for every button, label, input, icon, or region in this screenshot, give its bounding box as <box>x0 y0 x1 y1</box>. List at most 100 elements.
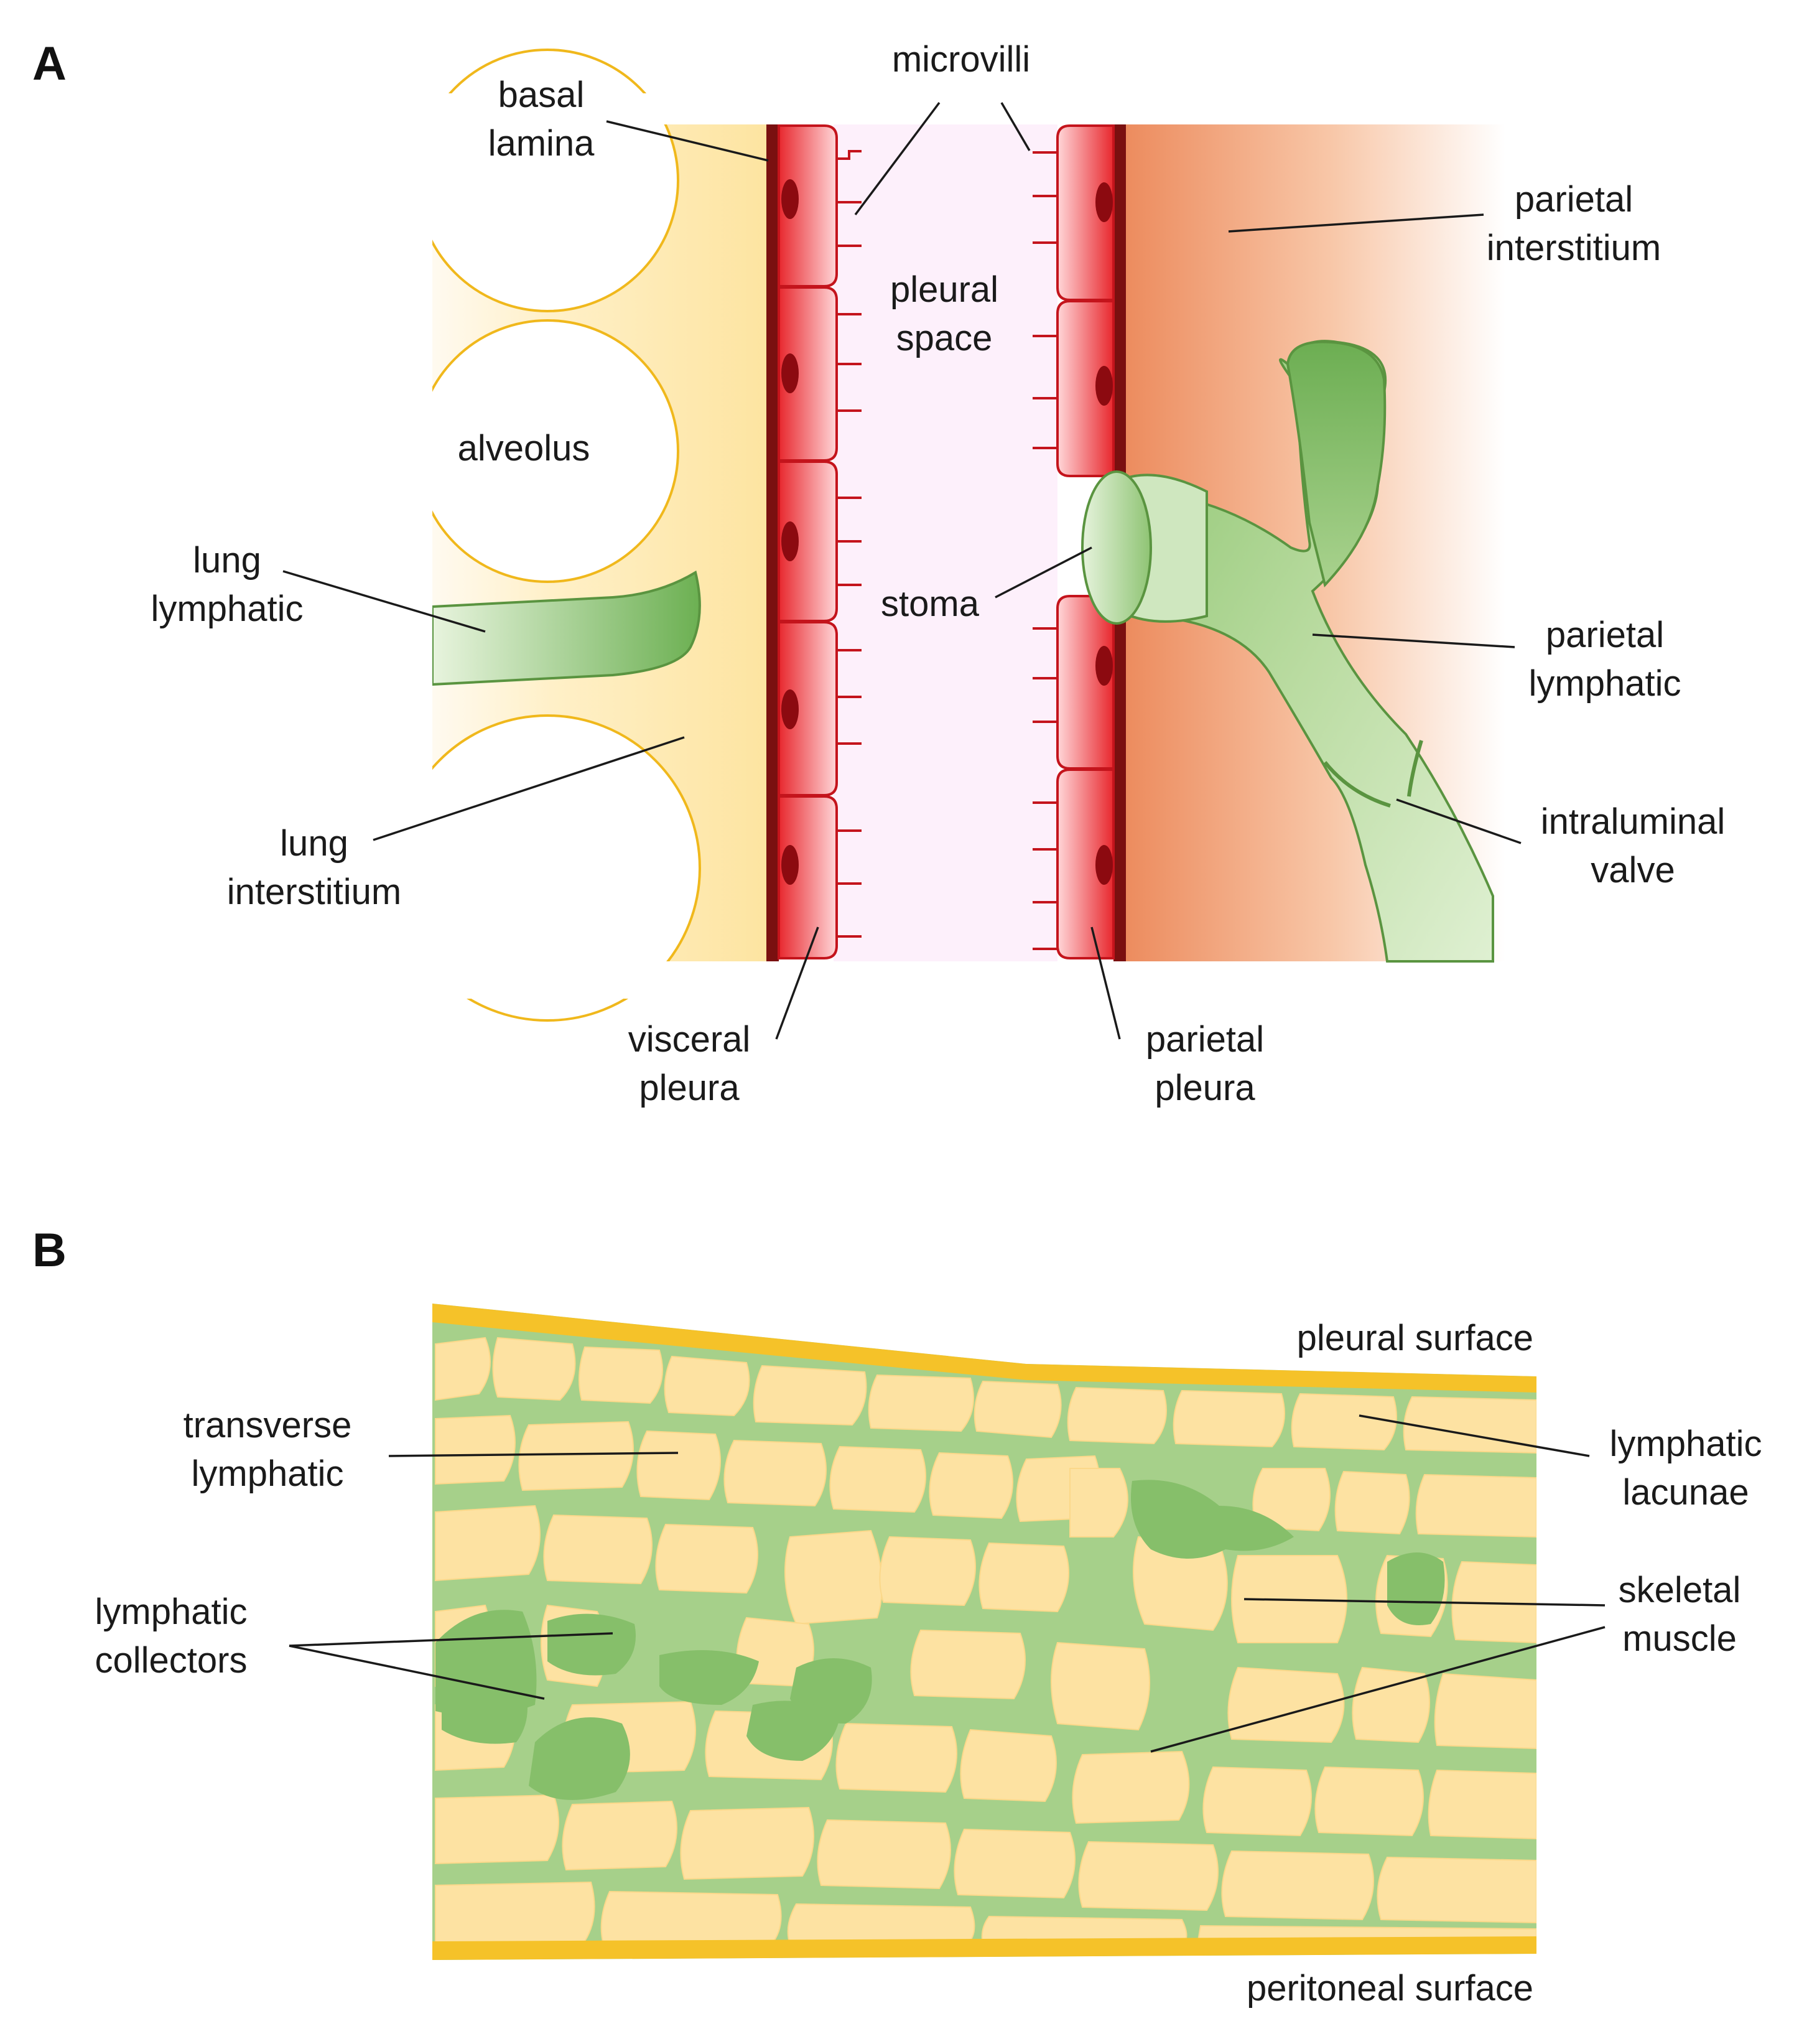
pleural-surface-layer <box>432 1304 1536 1393</box>
muscle-fiber <box>1133 1536 1228 1631</box>
parietal-cell <box>1056 768 1115 959</box>
muscle-fiber <box>492 1337 576 1401</box>
muscle-fiber <box>1252 1468 1331 1532</box>
panel-b-letter: B <box>32 1224 67 1277</box>
muscle-fiber <box>835 1722 957 1793</box>
parietal-microvilli <box>1033 151 1057 950</box>
muscle-fiber <box>562 1800 677 1871</box>
muscle-fiber <box>954 1828 1076 1899</box>
muscle-fiber <box>1072 1750 1190 1824</box>
panel-a-letter: A <box>32 37 67 90</box>
nucleus <box>1095 845 1113 885</box>
visceral-nuclei <box>781 179 799 885</box>
muscle-fiber <box>1067 1386 1167 1445</box>
lymphatic-collector <box>746 1701 840 1761</box>
muscle-fiber <box>1377 1856 1536 1924</box>
muscle-fiber <box>829 1445 926 1513</box>
muscle-fiber <box>784 1529 883 1625</box>
parietal-cell <box>1056 300 1115 477</box>
visceral-cell <box>778 286 838 462</box>
parietal-mesothelium <box>1056 124 1115 959</box>
label-alveolus: alveolus <box>458 428 590 469</box>
nucleus <box>781 689 799 729</box>
muscle-fiber <box>518 1421 634 1491</box>
muscle-fiber <box>1051 1641 1150 1731</box>
muscle-fiber <box>1173 1389 1285 1448</box>
muscle-fiber <box>1352 1666 1430 1743</box>
muscle-fiber <box>1451 1561 1536 1644</box>
label-pleural-surface: pleural surface <box>1297 1318 1533 1358</box>
muscle-fiber <box>978 1542 1069 1613</box>
muscle-fiber <box>680 1806 814 1880</box>
panel-a-leaders <box>282 101 1522 1040</box>
muscle-fiber <box>435 1881 595 1946</box>
muscle-fiber <box>664 1355 750 1417</box>
muscle-fiber <box>960 1729 1057 1803</box>
lymphatic-collector <box>442 1669 528 1744</box>
lymphatic-collector <box>659 1650 759 1705</box>
muscle-fiber <box>1334 1470 1410 1535</box>
muscle-fiber <box>543 1514 653 1585</box>
visceral-cell <box>778 460 838 622</box>
muscle-fiber <box>1434 1673 1536 1750</box>
visceral-cell <box>778 124 838 287</box>
muscle-fiber <box>753 1365 867 1426</box>
muscle-fiber <box>1069 1468 1128 1538</box>
label-microvilli: microvilli <box>892 39 1030 80</box>
panel-a: A <box>0 37 1792 1108</box>
muscle-fiber <box>910 1629 1026 1700</box>
parietal-nuclei <box>1095 182 1113 885</box>
parietal-lymphatic-body <box>1125 340 1494 963</box>
alveoli <box>394 49 701 1022</box>
muscle-fiber <box>435 1337 491 1401</box>
lymphatic-collector <box>547 1613 636 1676</box>
muscle-fiber <box>435 1505 541 1582</box>
pleural-space-area <box>834 124 1057 961</box>
muscle-fiber <box>1403 1396 1536 1454</box>
muscle-fiber <box>1202 1766 1312 1837</box>
visceral-cell <box>778 795 838 959</box>
muscle-fiber <box>929 1452 1013 1519</box>
valve-leaflet <box>1323 761 1391 808</box>
muscle-fiber <box>636 1430 721 1501</box>
peritoneal-surface-layer <box>432 1936 1536 1960</box>
visceral-cell <box>778 621 838 796</box>
nucleus <box>781 179 799 219</box>
label-stoma: stoma <box>881 584 980 624</box>
muscle-fiber <box>1078 1841 1219 1911</box>
nucleus <box>781 521 799 561</box>
muscle-fiber <box>868 1374 974 1432</box>
nucleus <box>1095 366 1113 406</box>
stoma-opening <box>1081 470 1152 625</box>
muscle-fiber <box>1314 1766 1424 1837</box>
muscle-fiber <box>723 1439 827 1507</box>
muscle-fiber <box>435 1794 559 1865</box>
basal-lamina-visceral <box>766 124 779 961</box>
muscle-fiber <box>1291 1393 1397 1451</box>
parietal-cell <box>1056 595 1115 770</box>
valve-leaflet <box>1407 740 1423 797</box>
lymphatic-collector <box>1387 1552 1445 1625</box>
muscle-fiber <box>1221 1850 1374 1921</box>
lymphatic-collector <box>1131 1480 1294 1559</box>
visceral-microvilli <box>837 150 862 938</box>
panel-b-leaders <box>289 1414 1606 1753</box>
muscle-fiber <box>879 1536 976 1607</box>
muscle-fiber <box>579 1346 663 1404</box>
visceral-mesothelium <box>778 124 838 959</box>
muscle-fiber <box>435 1414 516 1485</box>
lymphatic-collector <box>529 1717 630 1800</box>
